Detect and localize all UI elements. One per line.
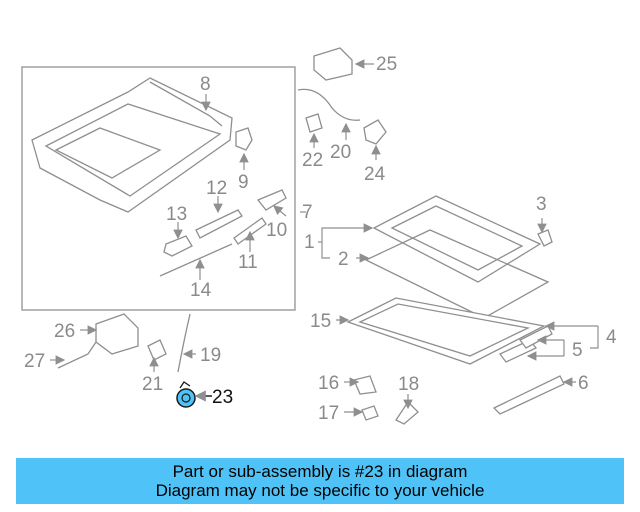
banner-line-2: Diagram may not be specific to your vehi… — [155, 481, 485, 500]
info-banner: Part or sub-assembly is #23 in diagram D… — [16, 458, 624, 504]
inset-frame — [21, 66, 296, 311]
callout-9: 9 — [238, 172, 249, 193]
callout-7: 7 — [302, 202, 313, 223]
part-6-rail[interactable] — [492, 375, 565, 415]
callout-labels: 8 9 12 13 10 7 11 14 25 22 20 24 3 1 2 1… — [24, 54, 617, 424]
callout-14: 14 — [190, 280, 212, 301]
part-10[interactable] — [256, 189, 287, 211]
part-13[interactable] — [163, 235, 193, 257]
part-19-hose[interactable] — [177, 313, 191, 373]
part-9[interactable] — [235, 127, 253, 151]
part-23-clip[interactable] — [176, 381, 196, 408]
callout-2: 2 — [338, 249, 349, 270]
part-1-glass[interactable] — [372, 195, 542, 283]
part-15-frame[interactable] — [346, 297, 546, 365]
callout-25: 25 — [376, 54, 397, 75]
callout-26: 26 — [54, 321, 75, 342]
callout-1: 1 — [304, 232, 315, 253]
part-27[interactable] — [57, 341, 97, 369]
part-20[interactable] — [297, 88, 361, 121]
part-2-seal[interactable] — [364, 229, 550, 319]
callout-10: 10 — [266, 220, 287, 241]
banner-line-1: Part or sub-assembly is #23 in diagram — [172, 462, 468, 481]
part-26[interactable] — [95, 313, 139, 355]
part-25[interactable] — [313, 47, 353, 81]
callout-22: 22 — [302, 150, 323, 171]
callout-17: 17 — [318, 403, 339, 424]
callout-5: 5 — [572, 340, 583, 361]
callout-15: 15 — [310, 311, 331, 332]
callout-16: 16 — [318, 373, 339, 394]
callout-3: 3 — [536, 194, 547, 215]
part-24[interactable] — [363, 119, 387, 145]
part-16[interactable] — [353, 375, 377, 395]
part-8-housing[interactable] — [31, 77, 233, 213]
part-18[interactable] — [395, 400, 419, 425]
callout-20: 20 — [330, 142, 351, 163]
callout-27: 27 — [24, 351, 45, 372]
callout-24: 24 — [364, 164, 386, 185]
callout-6: 6 — [578, 373, 589, 394]
part-22[interactable] — [305, 113, 323, 133]
part-17[interactable] — [361, 405, 379, 421]
callout-18: 18 — [398, 374, 419, 395]
part-5b[interactable] — [519, 325, 553, 349]
callout-13: 13 — [166, 204, 187, 225]
callout-19: 19 — [200, 345, 221, 366]
callout-11: 11 — [238, 252, 258, 273]
callout-8: 8 — [200, 74, 211, 95]
leader-lines — [50, 59, 599, 417]
part-21[interactable] — [147, 339, 167, 361]
callout-4: 4 — [606, 327, 617, 348]
callout-23: 23 — [212, 387, 233, 408]
callout-21: 21 — [142, 374, 163, 395]
part-12[interactable] — [195, 209, 243, 239]
callout-12: 12 — [206, 178, 227, 199]
